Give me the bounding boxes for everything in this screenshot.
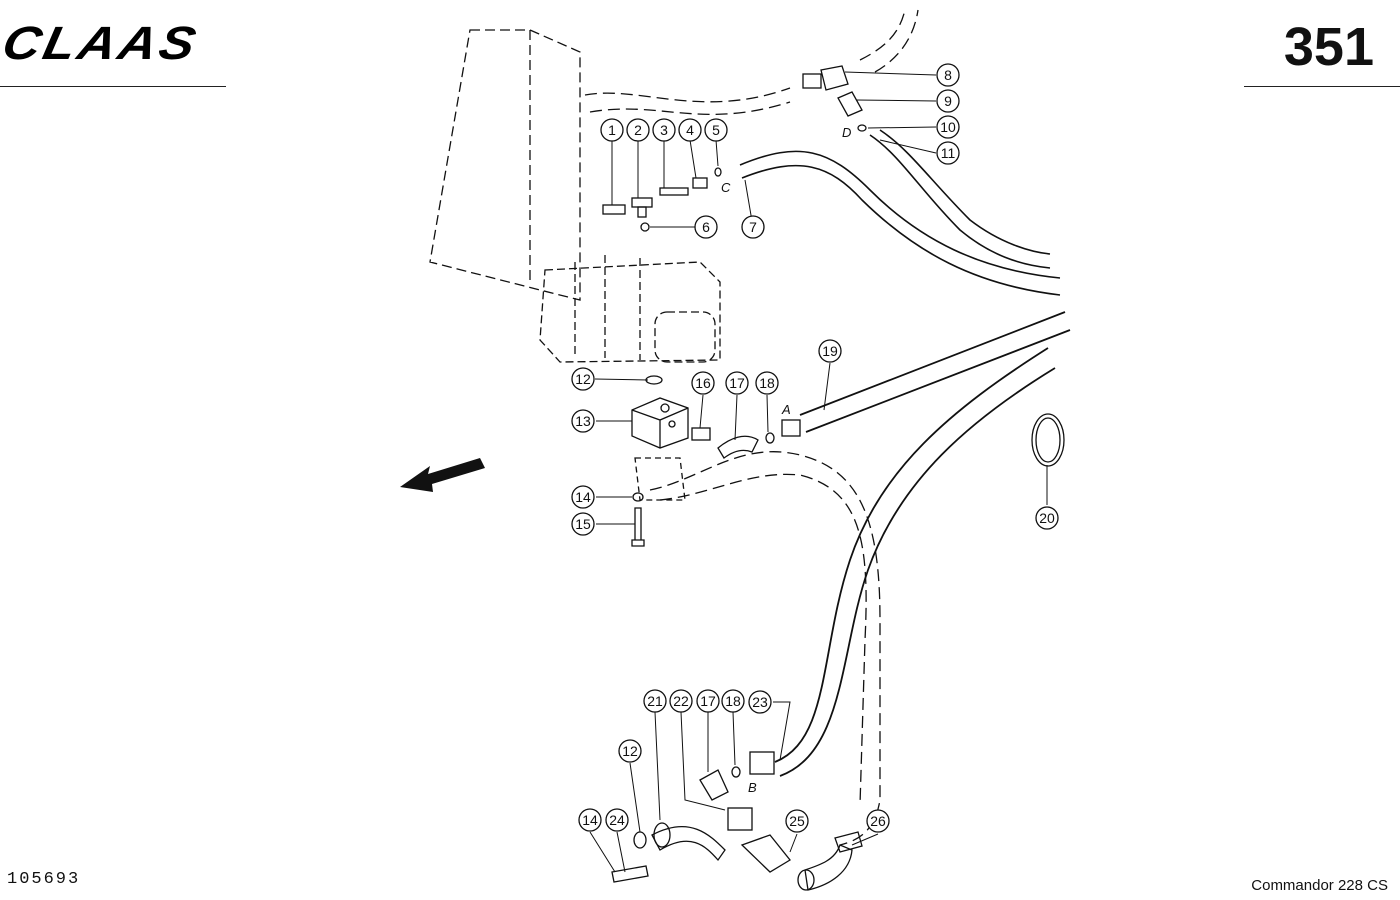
page-number: 351 <box>1283 17 1374 77</box>
svg-text:8: 8 <box>944 67 952 83</box>
header-rule-left <box>0 86 226 87</box>
callout-23[interactable]: 23 <box>748 690 772 714</box>
fittings-16-18 <box>691 419 801 459</box>
svg-text:18: 18 <box>759 375 775 391</box>
callout-21[interactable]: 21 <box>643 689 667 713</box>
callout-10[interactable]: 10 <box>936 115 960 139</box>
control-valve-outline <box>539 255 721 363</box>
callout-13[interactable]: 13 <box>571 409 595 433</box>
fittings-8-10 <box>802 65 867 132</box>
callout-18[interactable]: 18 <box>755 371 779 395</box>
svg-text:23: 23 <box>752 694 768 710</box>
callout-16[interactable]: 16 <box>691 371 715 395</box>
lower-elbow-dashed <box>634 457 686 501</box>
callout-18-lower[interactable]: 18 <box>721 689 745 713</box>
fittings-1-6 <box>602 167 722 232</box>
callout-25[interactable]: 25 <box>785 809 809 833</box>
drawing-number: 105693 <box>7 870 81 889</box>
bottom-fittings <box>611 751 863 891</box>
port-label-b: B <box>748 780 757 795</box>
callout-15[interactable]: 15 <box>571 512 595 536</box>
hose-23 <box>774 347 1049 763</box>
callout-14[interactable]: 14 <box>571 485 595 509</box>
svg-text:6: 6 <box>702 219 710 235</box>
port-label-d: D <box>842 125 851 140</box>
svg-text:2: 2 <box>634 122 642 138</box>
callout-8[interactable]: 8 <box>936 63 960 87</box>
callout-1[interactable]: 1 <box>600 118 624 142</box>
svg-text:21: 21 <box>647 693 663 709</box>
svg-text:22: 22 <box>673 693 689 709</box>
tank-outline <box>429 29 581 301</box>
model-name: Commandor 228 CS <box>1251 877 1388 894</box>
svg-text:18: 18 <box>725 693 741 709</box>
callout-19[interactable]: 19 <box>818 339 842 363</box>
callout-2[interactable]: 2 <box>626 118 650 142</box>
svg-text:13: 13 <box>575 413 591 429</box>
return-line-top <box>859 9 919 73</box>
svg-text:17: 17 <box>700 693 716 709</box>
svg-text:14: 14 <box>582 812 598 828</box>
callout-3[interactable]: 3 <box>652 118 676 142</box>
svg-text:4: 4 <box>686 122 694 138</box>
svg-text:20: 20 <box>1039 510 1055 526</box>
return-line-upper <box>584 87 791 116</box>
svg-text:19: 19 <box>822 343 838 359</box>
svg-text:11: 11 <box>941 145 956 161</box>
svg-text:26: 26 <box>870 813 886 829</box>
callout-11[interactable]: 11 <box>936 141 960 165</box>
callout-7[interactable]: 7 <box>741 215 765 239</box>
callout-6[interactable]: 6 <box>694 215 718 239</box>
callout-26[interactable]: 26 <box>866 809 890 833</box>
callout-5[interactable]: 5 <box>704 118 728 142</box>
direction-arrow <box>400 458 485 492</box>
bolt-15 <box>631 507 645 547</box>
callout-14-lower[interactable]: 14 <box>578 808 602 832</box>
callout-4[interactable]: 4 <box>678 118 702 142</box>
callout-12-lower[interactable]: 12 <box>618 739 642 763</box>
leader-lines <box>589 71 1048 873</box>
svg-text:25: 25 <box>789 813 805 829</box>
callout-9[interactable]: 9 <box>936 89 960 113</box>
port-label-c: C <box>721 180 731 195</box>
svg-text:24: 24 <box>609 812 625 828</box>
svg-text:1: 1 <box>608 122 616 138</box>
svg-text:12: 12 <box>622 743 638 759</box>
svg-text:5: 5 <box>712 122 720 138</box>
svg-text:15: 15 <box>575 516 591 532</box>
washer-14 <box>632 492 644 502</box>
hose-11 <box>869 134 1051 269</box>
callout-17[interactable]: 17 <box>725 371 749 395</box>
svg-text:14: 14 <box>575 489 591 505</box>
port-label-a: A <box>781 402 791 417</box>
hose-7 <box>739 150 1061 279</box>
svg-text:17: 17 <box>729 375 745 391</box>
svg-text:12: 12 <box>575 371 591 387</box>
header-rule-right <box>1244 86 1400 87</box>
callout-12[interactable]: 12 <box>571 367 595 391</box>
valve-block-13 <box>631 375 689 449</box>
callout-17-lower[interactable]: 17 <box>696 689 720 713</box>
svg-text:9: 9 <box>944 93 952 109</box>
svg-text:10: 10 <box>940 119 956 135</box>
callout-22[interactable]: 22 <box>669 689 693 713</box>
clamp-20 <box>1031 413 1065 467</box>
svg-text:7: 7 <box>749 219 757 235</box>
callout-20[interactable]: 20 <box>1035 506 1059 530</box>
callout-24[interactable]: 24 <box>605 808 629 832</box>
svg-text:16: 16 <box>695 375 711 391</box>
hose-19 <box>799 311 1066 416</box>
svg-text:3: 3 <box>660 122 668 138</box>
